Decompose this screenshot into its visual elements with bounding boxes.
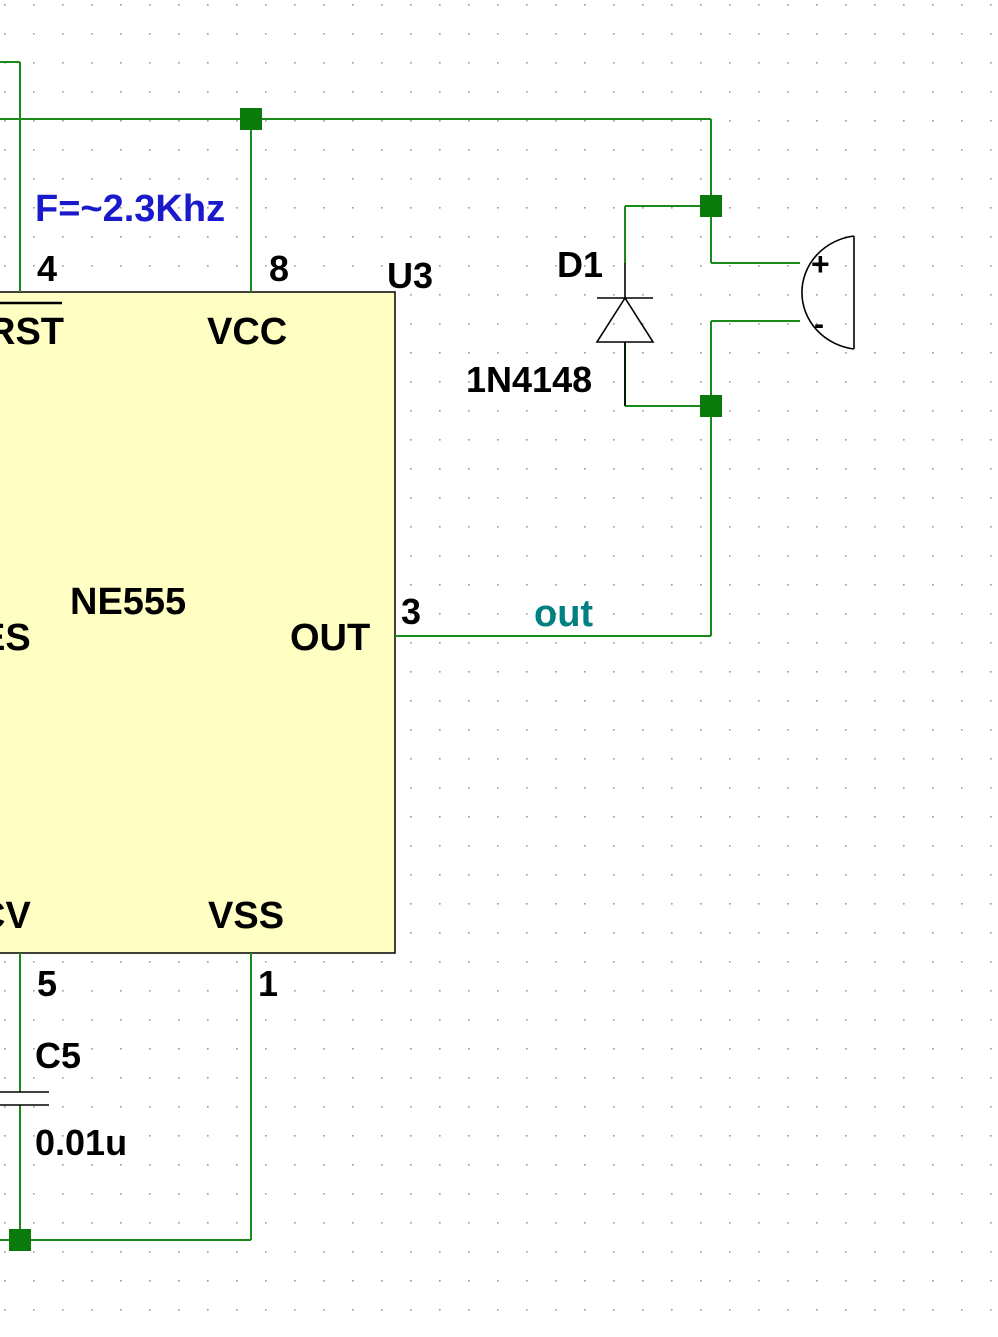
diode-part: 1N4148: [466, 359, 592, 400]
pin-rst-number: 4: [37, 248, 57, 289]
frequency-note: F=~2.3Khz: [35, 188, 225, 230]
pin-vss-name: VSS: [208, 895, 284, 937]
pin-rst-name: RST: [0, 311, 64, 353]
junction-diode-anode[interactable]: [700, 395, 722, 417]
speaker-minus-label: -: [814, 308, 824, 341]
capacitor-value: 0.01u: [35, 1122, 127, 1163]
ne555-body[interactable]: [0, 291, 396, 954]
pin-out-name: OUT: [290, 617, 370, 659]
speaker-symbol[interactable]: [801, 235, 855, 350]
pin-vcc-number: 8: [269, 248, 289, 289]
wires: [0, 61, 800, 1241]
pin-cv-number: 5: [37, 963, 57, 1004]
junction-vcc[interactable]: [240, 108, 262, 130]
ic-refdes: U3: [387, 255, 433, 296]
diode-triangle: [595, 296, 655, 343]
pin-out-number: 3: [401, 591, 421, 632]
pin-vss-number: 1: [258, 963, 278, 1004]
pin-vcc-name: VCC: [207, 311, 287, 353]
pin-partial-left-name: ES: [0, 617, 31, 659]
net-out-label: out: [534, 593, 593, 635]
diode-refdes: D1: [557, 244, 603, 285]
junction-diode-cathode[interactable]: [700, 195, 722, 217]
diode-d1-symbol[interactable]: [595, 263, 655, 406]
capacitor-refdes: C5: [35, 1035, 81, 1076]
junction-ground[interactable]: [9, 1229, 31, 1251]
junctions: [9, 108, 722, 1251]
capacitor-c5-symbol[interactable]: [0, 1091, 49, 1106]
ic-part-name: NE555: [70, 581, 186, 623]
speaker-plus-label: +: [811, 246, 830, 282]
pin-cv-name: CV: [0, 895, 31, 937]
speaker-body: [801, 235, 855, 350]
